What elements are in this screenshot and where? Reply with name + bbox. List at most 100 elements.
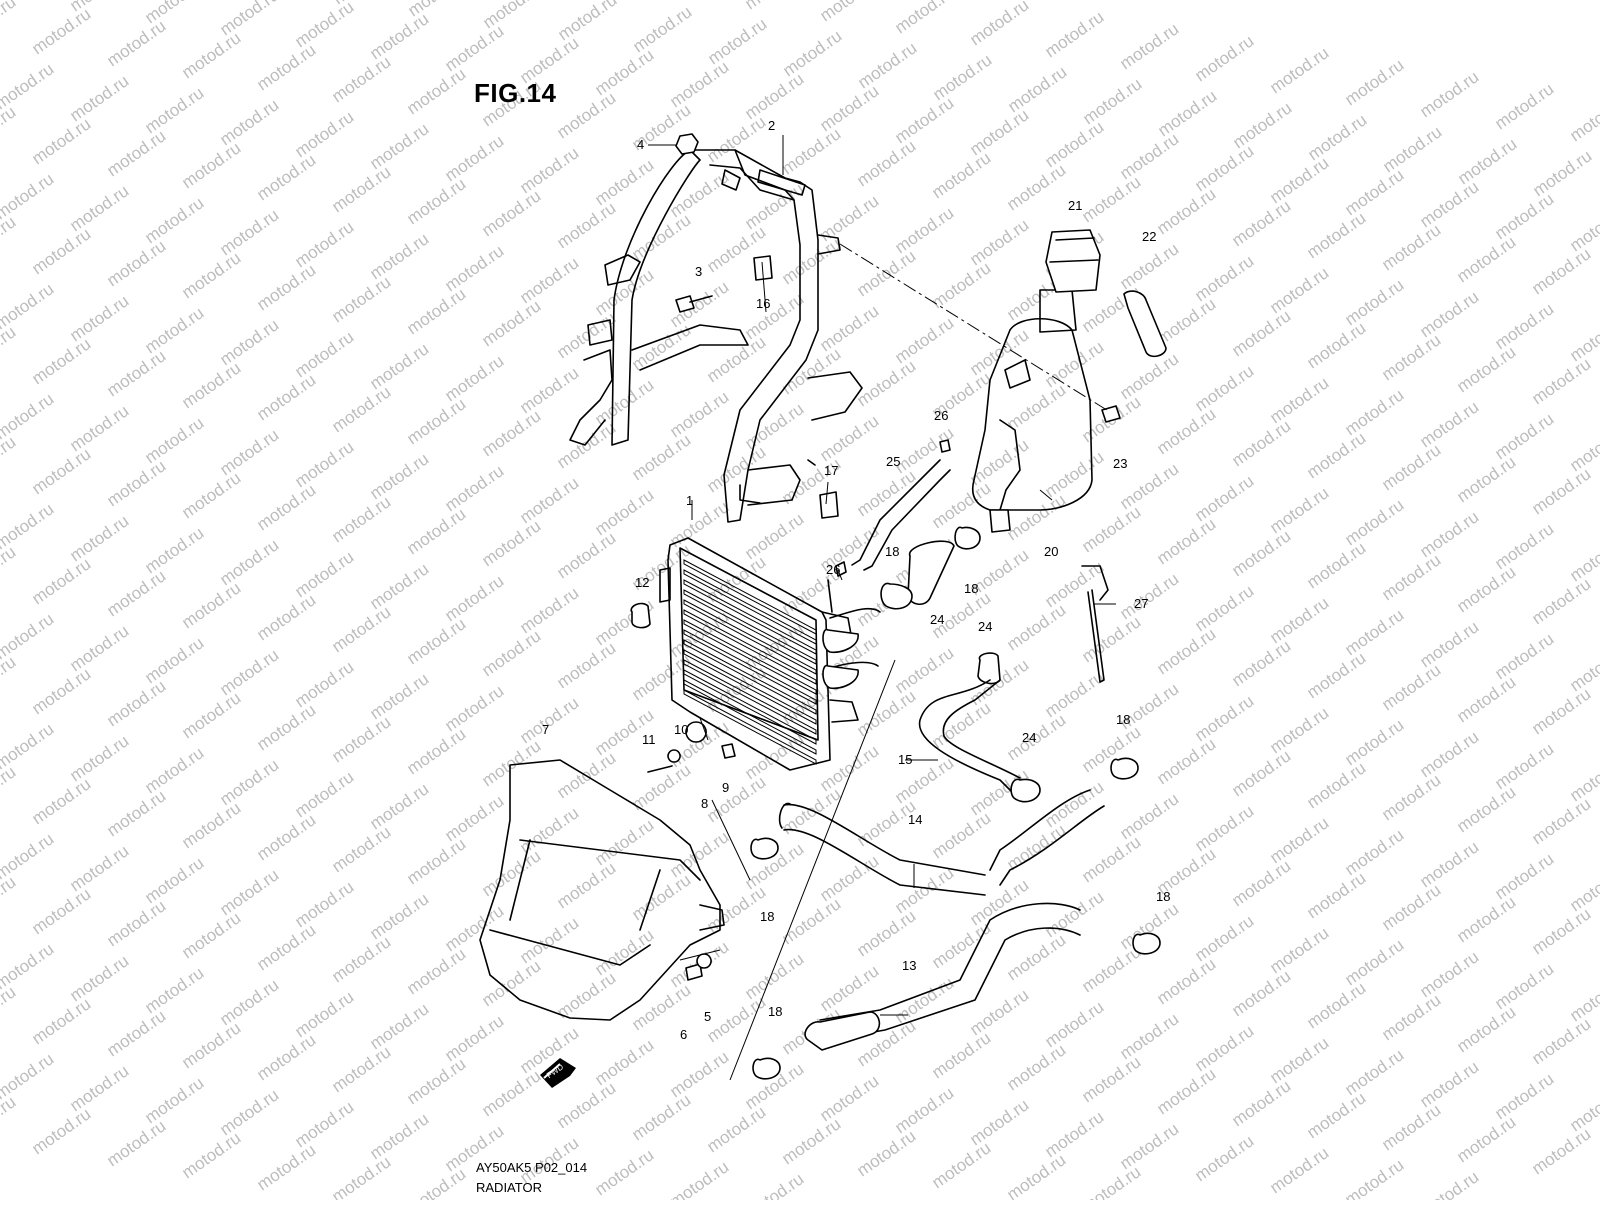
watermark-text: motod.ru xyxy=(1041,1107,1107,1161)
watermark-text: motod.ru xyxy=(1228,966,1294,1020)
callout-24-lower: 24 xyxy=(1022,730,1036,745)
watermark-text: motod.ru xyxy=(553,638,619,692)
watermark-text: motod.ru xyxy=(66,951,132,1005)
watermark-text: motod.ru xyxy=(1416,837,1482,891)
watermark-text: motod.ru xyxy=(1228,746,1294,800)
watermark-text: motod.ru xyxy=(0,652,19,706)
watermark-text: motod.ru xyxy=(1078,1162,1144,1200)
watermark-text: motod.ru xyxy=(741,69,807,123)
watermark-text: motod.ru xyxy=(403,174,469,228)
radiator-fin xyxy=(683,679,817,755)
watermark-text: motod.ru xyxy=(253,370,319,424)
watermark-text: motod.ru xyxy=(253,260,319,314)
watermark-text: motod.ru xyxy=(1191,1021,1257,1075)
callout-19: 20 xyxy=(1044,544,1058,559)
watermark-text: motod.ru xyxy=(0,212,19,266)
watermark-text: motod.ru xyxy=(1078,1052,1144,1106)
watermark-text: motod.ru xyxy=(0,762,19,816)
watermark-text: motod.ru xyxy=(1416,287,1482,341)
radiator-fin xyxy=(683,659,817,735)
watermark-text: motod.ru xyxy=(1266,813,1332,867)
watermark-text: motod.ru xyxy=(291,657,357,711)
watermark-text: motod.ru xyxy=(178,248,244,302)
watermark-text: motod.ru xyxy=(1416,177,1482,231)
watermark-text: motod.ru xyxy=(1453,452,1519,506)
reserve-tank-drawing xyxy=(971,229,1167,533)
callout-9: 9 xyxy=(722,780,729,795)
watermark-text: motod.ru xyxy=(1341,715,1407,769)
watermark-text: motod.ru xyxy=(1191,1131,1257,1185)
watermark-text: motod.ru xyxy=(328,712,394,766)
watermark-text: motod.ru xyxy=(553,308,619,362)
callout-20: 21 xyxy=(1068,198,1082,213)
watermark-text: motod.ru xyxy=(141,963,207,1017)
watermark-text: motod.ru xyxy=(366,669,432,723)
watermark-text: motod.ru xyxy=(853,906,919,960)
watermark-text: motod.ru xyxy=(853,686,919,740)
watermark-text: motod.ru xyxy=(103,896,169,950)
watermark-text: motod.ru xyxy=(1228,306,1294,360)
watermark-text: motod.ru xyxy=(1116,1009,1182,1063)
watermark-text: motod.ru xyxy=(291,987,357,1041)
watermark-text: motod.ru xyxy=(441,681,507,735)
watermark-text: motod.ru xyxy=(1341,935,1407,989)
watermark-text: motod.ru xyxy=(816,411,882,465)
watermark-text: motod.ru xyxy=(1003,380,1069,434)
watermark-text: motod.ru xyxy=(1303,868,1369,922)
watermark-text: motod.ru xyxy=(1303,648,1369,702)
watermark-text: motod.ru xyxy=(1266,373,1332,427)
watermark-text: motod.ru xyxy=(1379,122,1445,176)
radiator-fin xyxy=(683,639,817,715)
watermark-text: motod.ru xyxy=(1191,31,1257,85)
radiator-core-drawing xyxy=(659,537,859,771)
watermark-text: motod.ru xyxy=(1453,232,1519,286)
watermark-text: motod.ru xyxy=(1378,1100,1444,1154)
watermark-text: motod.ru xyxy=(366,559,432,613)
watermark-text: motod.ru xyxy=(0,542,19,596)
watermark-text: motod.ru xyxy=(141,523,207,577)
watermark-text: motod.ru xyxy=(891,93,957,147)
watermark-text: motod.ru xyxy=(1378,330,1444,384)
watermark-text: motod.ru xyxy=(1416,1057,1482,1111)
watermark-text: motod.ru xyxy=(1153,514,1219,568)
watermark-text: motod.ru xyxy=(1153,624,1219,678)
watermark-text: motod.ru xyxy=(666,1157,732,1200)
callout-2: 2 xyxy=(768,118,775,133)
watermark-text: motod.ru xyxy=(1341,55,1407,109)
watermark-text: motod.ru xyxy=(403,614,469,668)
watermark-text: motod.ru xyxy=(816,301,882,355)
watermark-text: motod.ru xyxy=(703,1102,769,1156)
watermark-text: motod.ru xyxy=(216,975,282,1029)
watermark-text: motod.ru xyxy=(216,95,282,149)
watermark-text: motod.ru xyxy=(403,834,469,888)
watermark-text: motod.ru xyxy=(478,406,544,460)
watermark-text: motod.ru xyxy=(1491,409,1557,463)
watermark-text: motod.ru xyxy=(1303,318,1369,372)
watermark-text: motod.ru xyxy=(1341,275,1407,329)
watermark-text: motod.ru xyxy=(1528,574,1594,628)
watermark-text: motod.ru xyxy=(966,0,1032,49)
watermark-text: motod.ru xyxy=(1266,593,1332,647)
radiator-fin xyxy=(683,559,817,635)
watermark-text: motod.ru xyxy=(1003,600,1069,654)
radiator-fin xyxy=(683,569,817,645)
watermark-text: motod.ru xyxy=(403,724,469,778)
watermark-text: motod.ru xyxy=(1416,67,1482,121)
watermark-text: motod.ru xyxy=(966,435,1032,489)
watermark-text: motod.ru xyxy=(1303,1088,1369,1142)
watermark-text: motod.ru xyxy=(816,741,882,795)
watermark-text: motod.ru xyxy=(1003,160,1069,214)
watermark-text: motod.ru xyxy=(253,480,319,534)
watermark-text: motod.ru xyxy=(403,1054,469,1108)
watermark-text: motod.ru xyxy=(816,1071,882,1125)
watermark-text: motod.ru xyxy=(516,693,582,747)
watermark-text: motod.ru xyxy=(703,992,769,1046)
watermark-text: motod.ru xyxy=(891,643,957,697)
watermark-text: motod.ru xyxy=(928,1028,994,1082)
watermark-text: motod.ru xyxy=(1528,684,1594,738)
watermark-text: motod.ru xyxy=(478,846,544,900)
watermark-text: motod.ru xyxy=(1378,220,1444,274)
watermark-text: motod.ru xyxy=(1491,519,1557,573)
watermark-text: motod.ru xyxy=(1116,19,1182,73)
watermark-text: motod.ru xyxy=(1303,538,1369,592)
